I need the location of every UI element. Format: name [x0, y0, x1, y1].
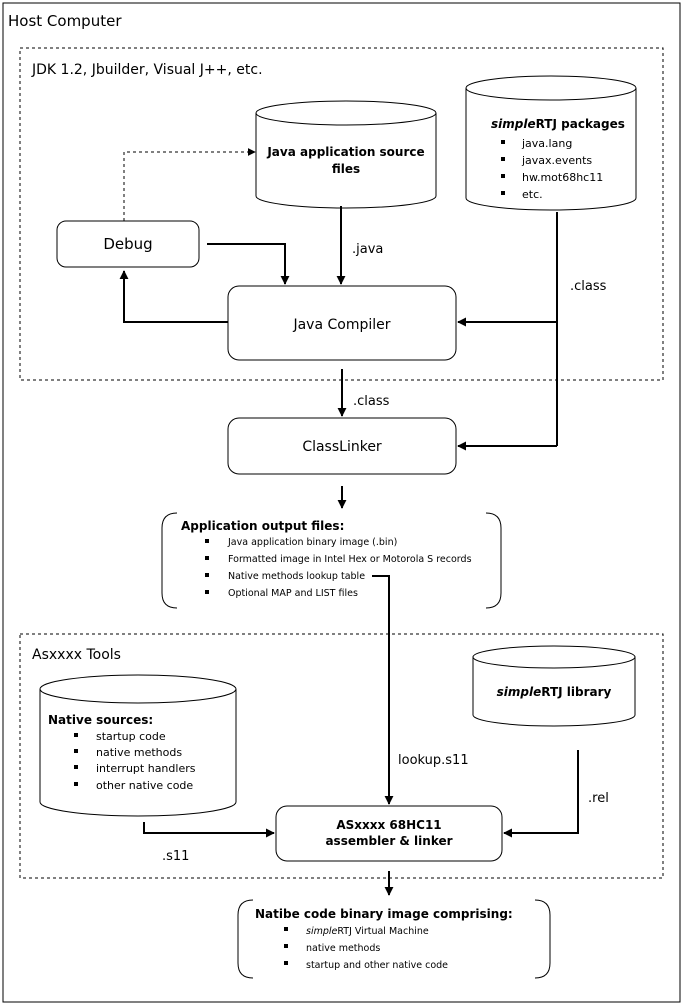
assembler-linker-box[interactable]: ASxxxx 68HC11 assembler & linker [275, 805, 503, 862]
native-output-title: Natibe code binary image comprising: [255, 907, 513, 921]
classlinker-box[interactable]: ClassLinker [227, 417, 457, 475]
debug-box[interactable]: Debug [56, 220, 200, 268]
debug-label: Debug [103, 235, 152, 253]
java-source-label-1: Java application source [266, 145, 424, 159]
app-output-item: Java application binary image (.bin) [227, 537, 397, 548]
rtj-packages-title: simpleRTJ packages [491, 117, 625, 131]
debug-to-compiler-arrow [207, 243, 290, 285]
list-bullet [74, 749, 78, 753]
asxxxx-panel [19, 633, 664, 879]
s11-edge-label: .s11 [162, 849, 189, 864]
java-compiler-box[interactable]: Java Compiler [227, 285, 457, 361]
native-source-item: startup code [96, 730, 166, 743]
java-source-files-cylinder[interactable]: Java application source files [255, 100, 437, 209]
app-output-item: Formatted image in Intel Hex or Motorola… [228, 554, 472, 565]
list-bullet [74, 765, 78, 769]
list-bullet [205, 556, 209, 560]
native-output-image: Natibe code binary image comprising: sim… [237, 899, 551, 979]
class-down-edge-label: .class [353, 394, 390, 409]
list-bullet [205, 590, 209, 594]
native-to-assembler-arrow [143, 822, 275, 838]
app-output-item: Native methods lookup table [228, 571, 365, 582]
list-bullet [284, 944, 288, 948]
java-compiler-label: Java Compiler [292, 317, 390, 333]
native-source-item: interrupt handlers [96, 762, 196, 775]
native-sources-cylinder[interactable]: Native sources: startup code native meth… [39, 674, 237, 817]
native-source-item: native methods [96, 746, 182, 759]
compiler-to-debug-arrow [119, 270, 228, 323]
classlinker-label: ClassLinker [302, 439, 382, 455]
app-output-files: Application output files: Java applicati… [161, 512, 502, 609]
list-bullet [74, 782, 78, 786]
native-output-item: native methods [306, 943, 380, 954]
list-bullet [74, 733, 78, 737]
list-bullet [501, 174, 505, 178]
native-source-item: other native code [96, 779, 193, 792]
native-output-item: simpleRTJ Virtual Machine [306, 926, 429, 937]
list-bullet [501, 191, 505, 195]
jdk-panel-title: JDK 1.2, Jbuilder, Visual J++, etc. [31, 62, 263, 78]
list-bullet [284, 927, 288, 931]
rtj-packages-list: java.lang javax.events hw.mot68hc11 etc. [501, 137, 603, 201]
java-edge-label: .java [352, 242, 383, 257]
native-output-item: startup and other native code [306, 960, 448, 971]
app-output-title: Application output files: [181, 519, 344, 533]
lookup-edge-label: lookup.s11 [398, 753, 469, 768]
library-to-assembler-arrow [503, 750, 579, 838]
list-bullet [501, 157, 505, 161]
list-bullet [205, 573, 209, 577]
rtj-packages-cylinder[interactable]: simpleRTJ packages java.lang javax.event… [465, 75, 637, 211]
asxxxx-panel-title: Asxxxx Tools [32, 647, 121, 663]
java-source-label-2: files [332, 162, 360, 176]
rel-edge-label: .rel [588, 791, 609, 806]
lookup-to-assembler-arrow [372, 575, 394, 805]
rtj-library-title: simpleRTJ library [497, 685, 612, 699]
rtj-package-item: hw.mot68hc11 [522, 171, 603, 184]
list-bullet [501, 140, 505, 144]
rtj-package-item: java.lang [521, 137, 572, 150]
native-sources-title: Native sources: [48, 713, 153, 727]
list-bullet [205, 539, 209, 543]
rtj-package-item: etc. [522, 188, 543, 201]
app-output-item: Optional MAP and LIST files [228, 588, 358, 599]
assembler-label-2: assembler & linker [325, 834, 452, 848]
list-bullet [284, 961, 288, 965]
rtj-library-cylinder[interactable]: simpleRTJ library [472, 645, 636, 727]
assembler-label-1: ASxxxx 68HC11 [336, 818, 441, 832]
debug-to-source-arrow [123, 148, 256, 221]
host-computer-title: Host Computer [8, 12, 122, 30]
class-right-edge-label: .class [570, 279, 607, 294]
rtj-package-item: javax.events [521, 154, 592, 167]
